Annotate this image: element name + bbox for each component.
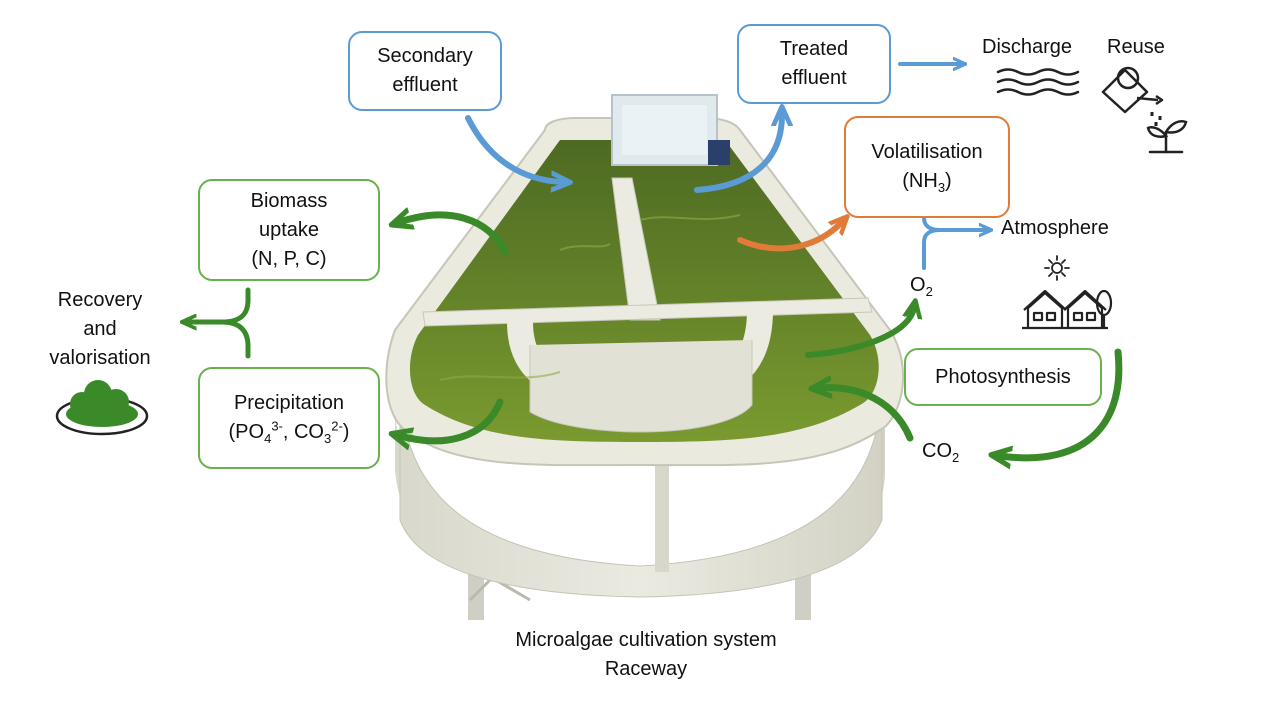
atmosphere-label: Atmosphere	[1001, 217, 1109, 239]
sprout-icon	[1146, 120, 1188, 154]
recovery-line3: valorisation	[49, 347, 151, 369]
arrow-pond-to-volatilisation	[737, 222, 842, 252]
biomass-uptake-line2: uptake	[258, 218, 320, 241]
arrow-pond-to-precipitation	[400, 398, 504, 441]
arrow-merge-to-recovery	[189, 287, 251, 359]
secondary-effluent-box: Secondary effluent	[348, 31, 502, 111]
o2-label: O2	[910, 274, 933, 299]
watering-can-icon	[1101, 66, 1164, 126]
arrow-secondary-to-pond	[465, 115, 562, 182]
volatilisation-line1: Volatilisation	[871, 141, 983, 163]
secondary-effluent-line1: Secondary	[377, 45, 473, 67]
biomass-uptake-line1: Biomass	[250, 189, 328, 212]
biomass-uptake-box: Biomass uptake (N, P, C)	[198, 179, 380, 281]
volatilisation-line2: (NH3)	[902, 170, 952, 195]
raceway-pond	[385, 94, 904, 620]
arrow-photosynthesis-to-co2	[1000, 348, 1123, 458]
biomass-uptake-line3: (N, P, C)	[251, 247, 327, 270]
secondary-effluent-line2: effluent	[392, 74, 458, 96]
photosynthesis-box: Photosynthesis	[904, 348, 1102, 406]
precipitation-line2: (PO43-, CO32-)	[228, 418, 350, 446]
water-waves-icon	[996, 68, 1080, 96]
biomass-plate-icon	[55, 380, 149, 436]
arrow-pond-to-o2	[805, 308, 914, 358]
precipitation-box: Precipitation (PO43-, CO32-)	[198, 367, 380, 469]
treated-effluent-line1: Treated	[779, 38, 849, 60]
recovery-label: Recovery and valorisation	[36, 286, 164, 373]
arrow-pond-to-treated	[694, 115, 782, 193]
photosynthesis-label: Photosynthesis	[935, 365, 1071, 388]
caption-line2: Raceway	[604, 658, 688, 680]
co2-label: CO2	[922, 440, 960, 465]
recovery-line1: Recovery	[57, 289, 143, 311]
recovery-line2: and	[83, 318, 117, 340]
discharge-label: Discharge	[982, 36, 1073, 58]
arrow-pond-to-biomass	[400, 215, 509, 256]
treated-effluent-box: Treated effluent	[737, 24, 891, 104]
arrow-o2-to-atmosphere	[922, 228, 942, 270]
reuse-label: Reuse	[1107, 36, 1165, 58]
caption: Microalgae cultivation system Raceway	[476, 626, 816, 684]
treated-effluent-line2: effluent	[781, 67, 847, 89]
sun-icon	[1044, 255, 1070, 281]
arrow-co2-to-pond	[820, 388, 914, 442]
volatilisation-box: Volatilisation (NH3)	[844, 116, 1010, 218]
houses-icon	[1022, 289, 1108, 330]
tree-icon	[1095, 289, 1113, 328]
caption-line1: Microalgae cultivation system	[515, 629, 777, 651]
precipitation-line1: Precipitation	[233, 392, 345, 414]
